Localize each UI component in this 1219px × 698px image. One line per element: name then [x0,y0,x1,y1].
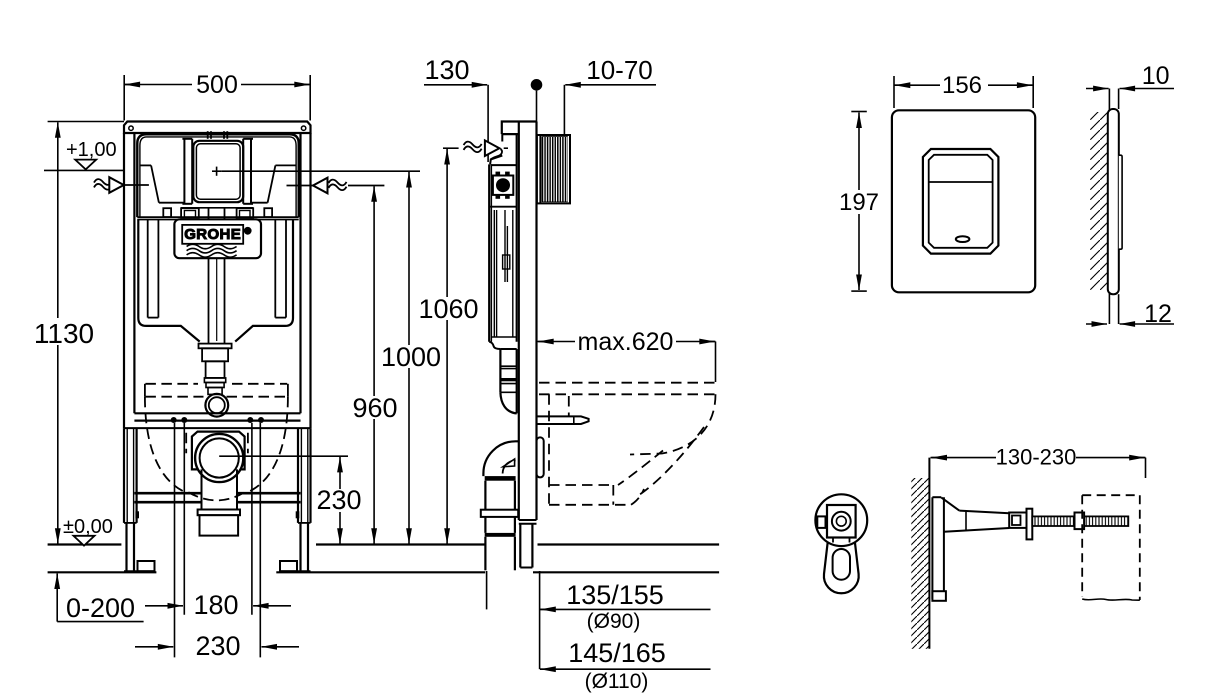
svg-text:230: 230 [316,485,361,515]
svg-text:145/165: 145/165 [568,638,666,668]
svg-text:0-200: 0-200 [66,593,135,623]
svg-text:10-70: 10-70 [586,55,653,85]
svg-text:max.620: max.620 [578,328,674,356]
svg-text:230: 230 [195,631,240,661]
svg-text:180: 180 [193,590,238,620]
svg-text:(Ø110): (Ø110) [585,670,649,693]
svg-text:130-230: 130-230 [996,445,1077,470]
svg-text:12: 12 [1144,300,1172,328]
svg-text:197: 197 [839,189,879,216]
svg-text:±0,00: ±0,00 [63,516,113,538]
svg-text:(Ø90): (Ø90) [587,610,641,633]
svg-text:1000: 1000 [381,342,441,372]
svg-text:135/155: 135/155 [566,580,664,610]
svg-text:1130: 1130 [34,318,94,349]
svg-text:500: 500 [196,71,238,99]
svg-text:156: 156 [942,72,982,99]
svg-text:1060: 1060 [418,294,478,324]
svg-text:960: 960 [352,393,397,423]
svg-text:10: 10 [1142,62,1170,90]
svg-text:130: 130 [424,55,469,85]
svg-text:GROHE: GROHE [184,226,241,243]
svg-text:+1,00: +1,00 [66,139,117,161]
